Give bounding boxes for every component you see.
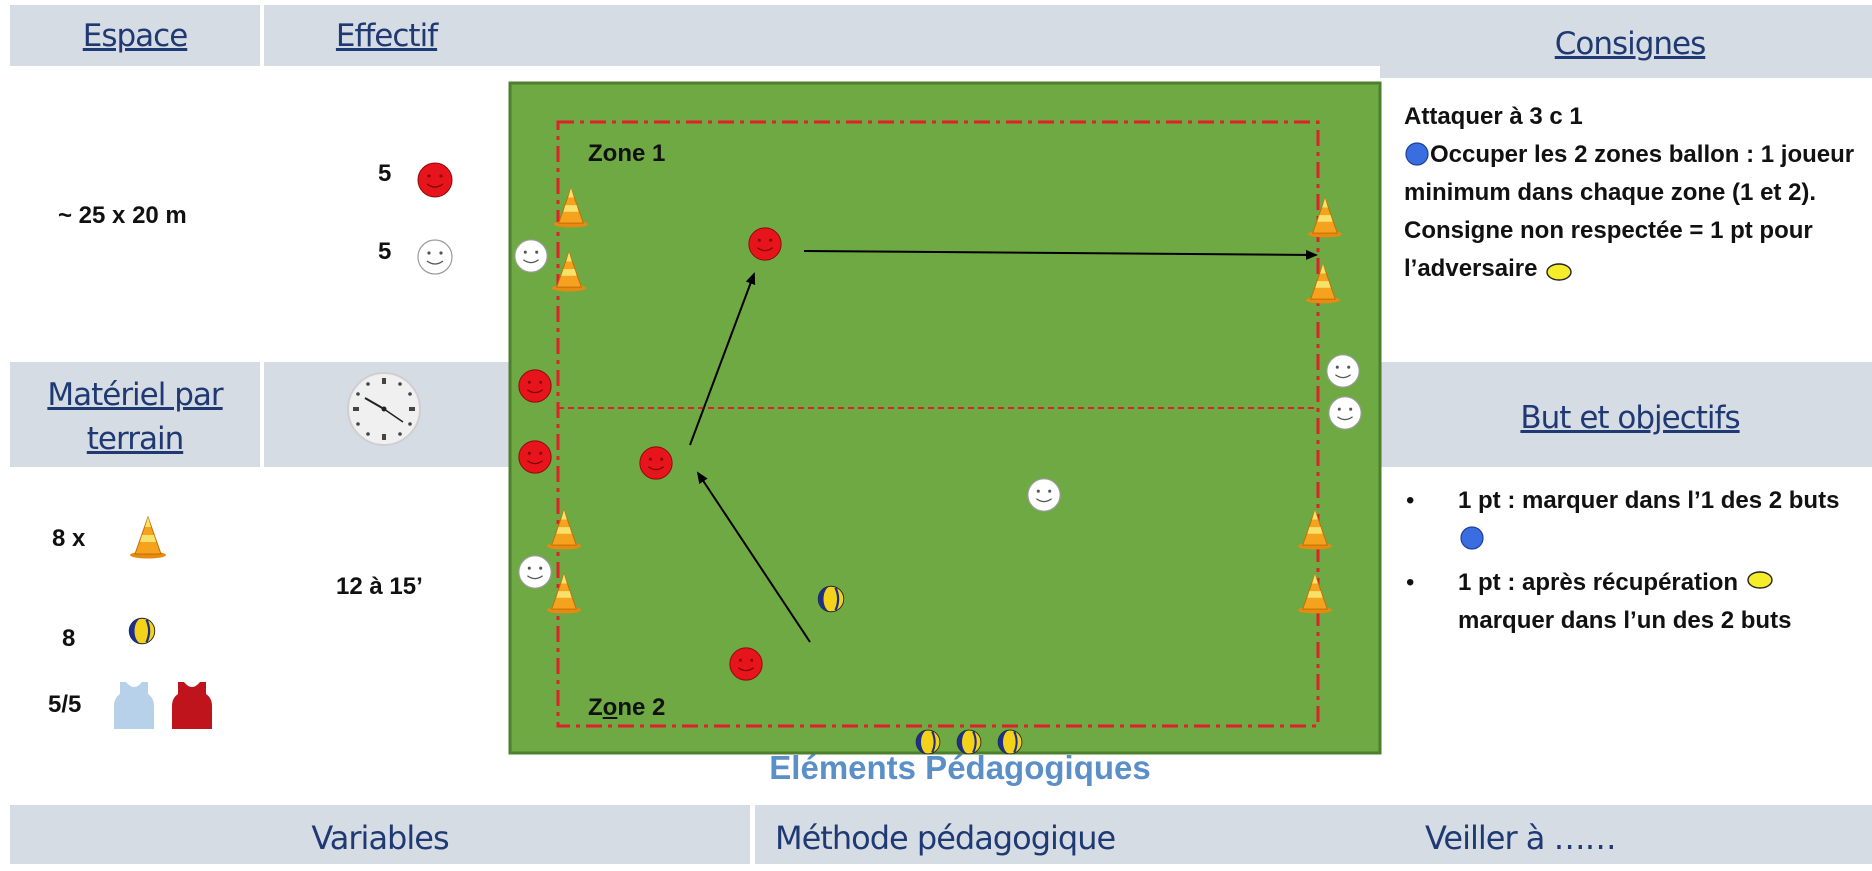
cone-icon — [1296, 572, 1334, 614]
blue-circle-icon — [1405, 142, 1429, 166]
ball-icon — [816, 584, 846, 614]
red-player-icon — [516, 438, 554, 476]
consignes-text: Attaquer à 3 c 1 Occuper les 2 zones bal… — [1404, 98, 1864, 288]
cone-icon — [545, 508, 583, 550]
red-count: 5 — [378, 160, 392, 187]
boundary-line — [556, 120, 1320, 728]
pass-arrow-3 — [803, 249, 1318, 260]
white-player-icon — [516, 553, 554, 591]
white-count: 5 — [378, 238, 392, 265]
objectif-item-continued: marquer dans l’un des 2 buts — [1458, 607, 1792, 634]
consigne-line2: Occuper les 2 zones ballon : 1 joueur mi… — [1404, 141, 1855, 206]
pass-arrow-2 — [689, 272, 756, 446]
red-player-icon — [746, 225, 784, 263]
zone2-label: Zone 2 — [588, 694, 666, 721]
red-bib-icon — [172, 682, 212, 729]
consigne-line1: Attaquer à 3 c 1 — [1404, 103, 1583, 130]
cone-icon — [1304, 262, 1342, 304]
white-player-icon — [1025, 476, 1063, 514]
cone-icon — [550, 250, 588, 292]
cone-icon — [1306, 196, 1344, 238]
espace-header: Espace — [82, 18, 189, 54]
effectif-header: Effectif — [335, 18, 438, 54]
white-player-icon — [1326, 394, 1364, 432]
cone-icon — [552, 186, 590, 228]
red-player-icon — [637, 444, 675, 482]
yellow-circle-icon — [1546, 263, 1572, 281]
bibs-count: 5/5 — [48, 691, 82, 718]
balls-count: 8 — [62, 625, 76, 652]
elements-title: Eléments Pédagogiques — [769, 749, 1151, 786]
yellow-circle-icon — [1747, 571, 1773, 589]
objectif-item: 1 pt : marquer dans l’1 des 2 buts — [1398, 482, 1868, 558]
veiller-header: Veiller à …… — [1135, 805, 1872, 864]
materiel-header: Matériel par terrain — [47, 377, 223, 457]
objectif-item: 1 pt : après récupération — [1398, 564, 1868, 602]
consignes-header: Consignes — [1554, 26, 1707, 62]
blue-circle-icon — [1460, 526, 1484, 550]
espace-value: ~ 25 x 20 m — [58, 202, 187, 229]
but-header: But et objectifs — [1520, 400, 1740, 436]
red-player-icon — [516, 367, 554, 405]
objectifs-list: 1 pt : marquer dans l’1 des 2 buts 1 pt … — [1398, 482, 1868, 646]
red-player-icon — [727, 645, 765, 683]
consigne-line3: Consigne non respectée = 1 pt pour l’adv… — [1404, 217, 1813, 282]
cones-count: 8 x — [52, 525, 86, 552]
white-player-icon — [512, 237, 550, 275]
variables-header: Variables — [10, 805, 750, 864]
duration-value: 12 à 15’ — [336, 573, 423, 600]
pitch — [508, 81, 1382, 755]
cone-icon — [1296, 508, 1334, 550]
pass-arrow-1 — [696, 471, 811, 643]
methode-header: Méthode pédagogique — [755, 805, 1135, 864]
white-player-icon — [1324, 352, 1362, 390]
zone1-label: Zone 1 — [588, 140, 666, 167]
clock-icon — [347, 372, 421, 446]
blue-bib-icon — [114, 682, 154, 729]
